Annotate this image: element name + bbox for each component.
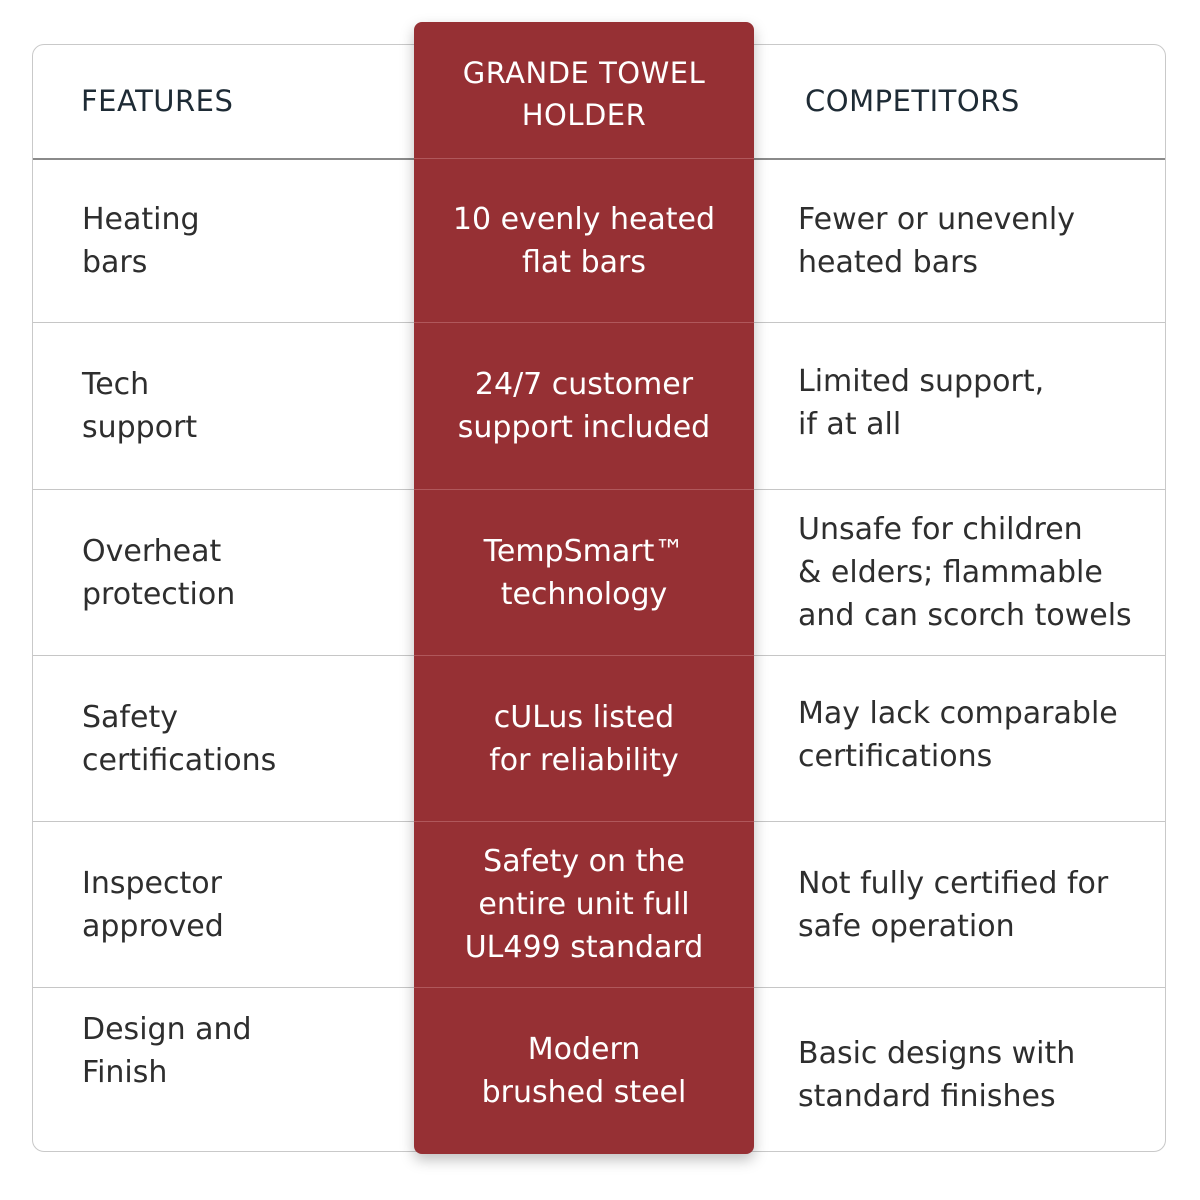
highlight-divider: [414, 489, 754, 490]
header-features: FEATURES: [81, 84, 234, 118]
grande-value: TempSmart™ technology: [483, 533, 685, 612]
grande-value: 24/7 customer support included: [457, 367, 711, 445]
competitor-value: May lack comparable certifications: [798, 695, 1118, 774]
grande-column-highlight: [414, 22, 754, 1154]
highlight-divider: [414, 158, 754, 159]
feature-label: Inspector approved: [82, 865, 224, 944]
highlight-divider: [414, 987, 754, 988]
feature-label: Design and Finish: [82, 1011, 252, 1090]
grande-value: 10 evenly heated flat bars: [452, 202, 716, 280]
competitor-value: Unsafe for children & elders; flammable …: [798, 512, 1132, 633]
feature-label: Safety certifications: [82, 699, 277, 778]
competitor-value: Basic designs with standard finishes: [798, 1035, 1076, 1114]
competitor-value: Limited support, if at all: [798, 364, 1045, 442]
feature-label: Tech support: [82, 367, 198, 445]
header-competitors: COMPETITORS: [805, 84, 1020, 118]
highlight-divider: [414, 821, 754, 822]
header-grande-towel-holder: GRANDE TOWEL HOLDER: [462, 56, 706, 132]
competitor-value: Not fully certified for safe operation: [798, 865, 1109, 944]
highlight-divider: [414, 655, 754, 656]
feature-label: Heating bars: [82, 202, 200, 280]
highlight-divider: [414, 322, 754, 323]
competitor-value: Fewer or unevenly heated bars: [798, 202, 1075, 280]
grande-value: Modern brushed steel: [481, 1031, 687, 1110]
feature-label: Overheat protection: [82, 533, 236, 612]
grande-value: Safety on the entire unit full UL499 sta…: [464, 844, 704, 965]
grande-value: cULus listed for reliability: [489, 699, 679, 778]
